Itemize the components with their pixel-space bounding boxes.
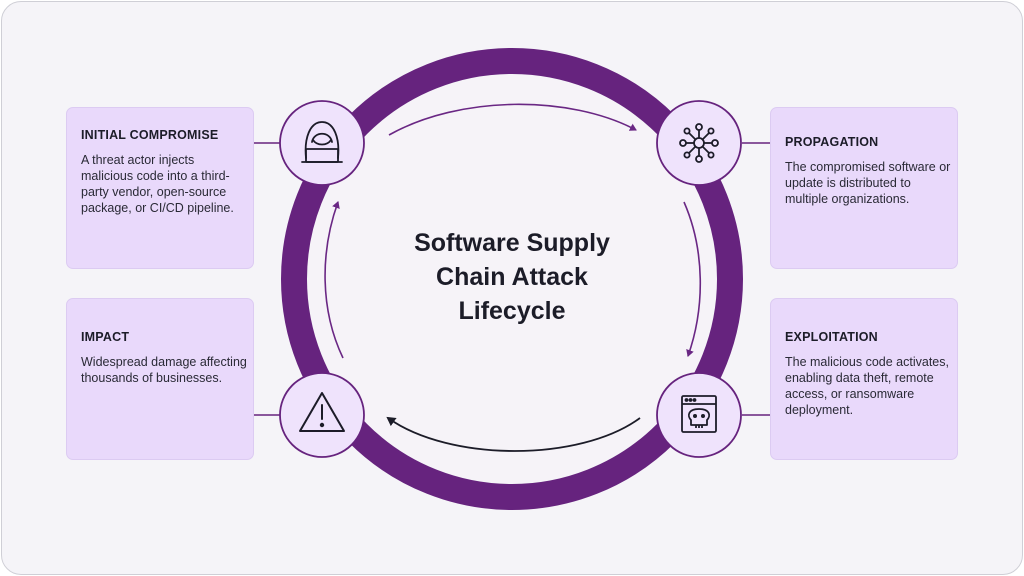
card-initial-compromise: INITIAL COMPROMISE A threat actor inject…	[66, 107, 254, 269]
flow-arrow-right	[683, 201, 702, 357]
diagram-title: Software Supply Chain Attack Lifecycle	[362, 226, 662, 328]
lifecycle-center	[308, 75, 716, 483]
skull-browser-window-icon	[681, 395, 717, 433]
node-exploitation	[656, 372, 742, 458]
title-line-2: Chain Attack	[436, 263, 588, 291]
card-heading: IMPACT	[81, 330, 130, 344]
node-propagation	[656, 100, 742, 186]
card-exploitation: EXPLOITATION The malicious code activate…	[770, 298, 958, 460]
title-line-1: Software Supply	[414, 229, 610, 257]
card-heading: PROPAGATION	[785, 135, 879, 149]
network-hub-icon	[679, 123, 719, 163]
card-propagation: PROPAGATION The compromised software or …	[770, 107, 958, 269]
card-heading: INITIAL COMPROMISE	[81, 128, 219, 142]
flow-arrow-bottom	[386, 416, 641, 452]
node-impact	[279, 372, 365, 458]
title-line-3: Lifecycle	[458, 297, 566, 325]
warning-triangle-icon	[299, 392, 345, 432]
hooded-hacker-laptop-icon	[301, 121, 343, 163]
card-description: The malicious code activates, enabling d…	[785, 355, 949, 417]
node-initial-compromise	[279, 100, 365, 186]
flow-arrow-top	[388, 103, 637, 136]
flow-arrow-left	[324, 201, 344, 359]
card-impact: IMPACT Widespread damage affecting thous…	[66, 298, 254, 460]
lifecycle-ring	[281, 48, 743, 510]
card-description: Widespread damage affecting thousands of…	[81, 355, 247, 385]
card-heading: EXPLOITATION	[785, 330, 878, 344]
card-description: The compromised software or update is di…	[785, 160, 951, 206]
card-description: A threat actor injects malicious code in…	[81, 153, 234, 215]
